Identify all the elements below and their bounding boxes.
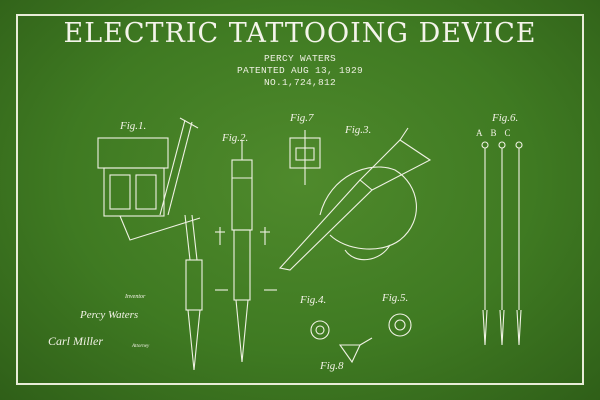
attorney-caption: Attorney (132, 344, 150, 349)
fig1-drawing (97, 117, 203, 371)
figure-label: Fig.6. (492, 112, 519, 124)
figure-label: Fig.8 (320, 360, 344, 372)
figure-label: Fig.1. (120, 120, 147, 132)
label-b: B (490, 128, 505, 138)
label-a: A (476, 128, 491, 138)
inventor-signature: Percy Waters (80, 309, 139, 321)
fig4-5-8-drawing (310, 313, 412, 364)
fig6-drawing (481, 141, 523, 346)
patent-number: NO.1,724,812 (263, 77, 336, 88)
patent-date: PATENTED AUG 13, 1929 (236, 65, 364, 76)
fig2-drawing (215, 140, 277, 363)
figure-label: Fig.3. (345, 124, 372, 136)
fig3-drawing (278, 127, 432, 271)
figure-label: Fig.2. (222, 132, 249, 144)
poster-border (16, 14, 584, 385)
figure-label: Fig.5. (382, 292, 409, 304)
inventor-caption: Inventor (125, 294, 146, 300)
inventor-name: PERCY WATERS (263, 53, 336, 64)
poster-title: ELECTRIC TATTOOING DEVICE (63, 18, 537, 49)
attorney-signature: Carl Miller (48, 334, 104, 348)
figure-label: Fig.7 (290, 112, 314, 124)
label-c: C (504, 128, 519, 138)
fig7-drawing (289, 130, 321, 185)
figure-label: Fig.4. (300, 294, 327, 306)
fig6-labels: ABC (476, 128, 519, 138)
